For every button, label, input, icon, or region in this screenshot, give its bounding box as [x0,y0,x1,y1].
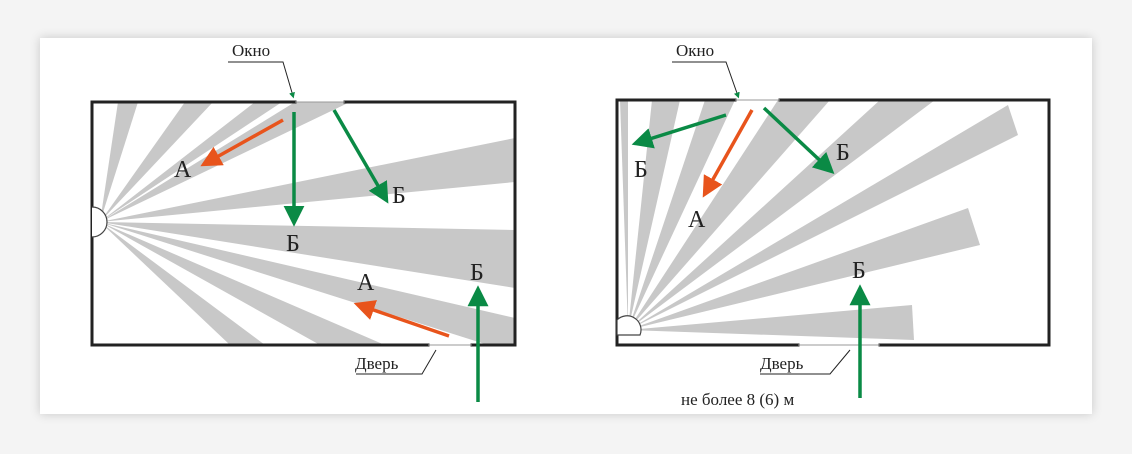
right-zone-3 [628,100,735,330]
left-room-plan: Окно Дверь А Б Б А Б [90,41,517,402]
left-zone-6 [100,222,515,345]
left-detection-zones [100,102,515,345]
left-zone-7 [100,222,385,345]
right-zone-1 [620,100,628,330]
right-zone-7 [628,208,980,330]
left-label-a2: А [357,270,375,296]
left-arrow-a1 [200,118,284,167]
left-label-b3: Б [470,260,484,286]
left-window-callout [228,61,295,99]
right-zone-8 [628,305,914,340]
left-label-a1: А [174,157,192,183]
left-zone-4 [100,138,515,222]
right-window-callout [672,61,740,99]
left-zone-5 [100,222,515,288]
left-label-b2: Б [392,183,406,209]
left-arrows [200,109,489,402]
right-arrow-b1 [631,113,727,149]
right-room-plan: Окно Дверь Б Б А Б не более 8 (6) м [615,41,1051,409]
left-walls [90,100,517,347]
left-door-label: Дверь [355,354,399,373]
left-label-b1: Б [286,231,300,257]
right-label-a1: А [688,207,706,233]
right-label-b2: Б [836,140,850,166]
right-label-b3: Б [852,258,866,284]
right-door-label: Дверь [760,354,804,373]
right-door-callout [760,349,851,375]
left-window-label: Окно [232,41,270,60]
left-motion-detector-icon [91,206,108,238]
left-arrow-b2 [332,109,389,204]
left-zone-3 [100,102,350,222]
right-distance-note: не более 8 (6) м [681,390,794,409]
left-zone-1 [100,102,213,222]
right-zone-6 [628,105,1018,330]
right-zone-4 [628,100,830,330]
left-zone-9 [100,102,138,222]
right-walls [615,98,1051,347]
right-window-label: Окно [676,41,714,60]
right-arrow-a1 [702,109,754,198]
right-detection-zones [620,100,1018,340]
right-arrows [631,106,871,398]
left-arrow-a2 [353,300,450,338]
left-zone-2 [100,102,282,222]
right-zone-2 [628,100,680,330]
right-arrow-b2 [762,106,835,174]
right-zone-5 [628,100,935,330]
right-label-b1: Б [634,157,648,183]
left-door-callout [356,349,437,375]
right-motion-detector-icon [616,315,642,336]
left-zone-8 [100,222,265,345]
